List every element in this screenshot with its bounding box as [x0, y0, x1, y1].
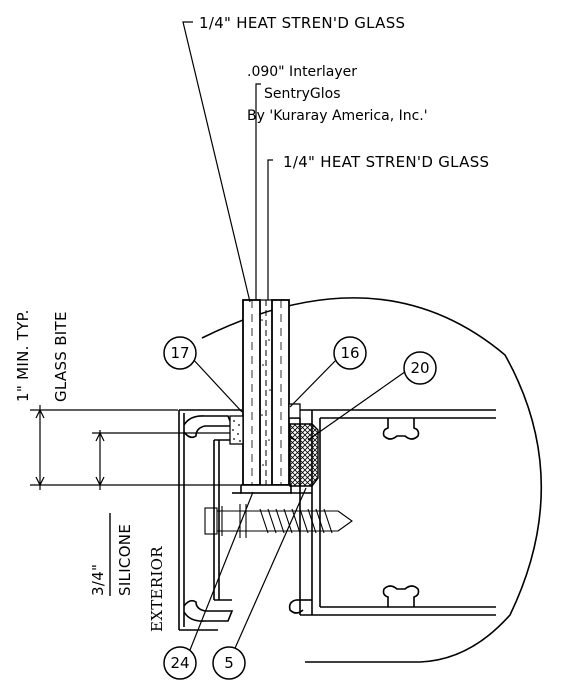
- mullion-frame: [178, 409, 496, 631]
- tag-5: 5: [212, 646, 246, 680]
- glass-bite-dimension: [30, 405, 240, 490]
- exterior-side-label: EXTERIOR: [148, 546, 166, 632]
- tag-17: 17: [163, 336, 197, 370]
- wedge-gasket: [288, 403, 319, 487]
- fastener-screw: [204, 504, 353, 538]
- tag-16: 16: [333, 336, 367, 370]
- tag-24: 24: [163, 646, 197, 680]
- svg-text:5: 5: [224, 654, 234, 672]
- outer-glass-callout: 1/4" HEAT STREN'D GLASS: [199, 14, 405, 32]
- silicone-dimension: [92, 430, 230, 490]
- glass-bite-label-line1: 1" MIN. TYP.: [14, 309, 32, 402]
- detail-boundary-arc: [201, 297, 543, 663]
- callout-leaders: [182, 21, 410, 656]
- interlayer-callout-line2: SentryGlos: [264, 86, 341, 102]
- silicone-label-line2: SILICONE: [116, 524, 134, 596]
- silicone-label-line1: 3/4": [89, 564, 107, 596]
- svg-text:24: 24: [170, 654, 189, 672]
- laminated-glass-unit: [240, 299, 292, 494]
- svg-text:17: 17: [170, 344, 189, 362]
- svg-text:20: 20: [410, 359, 429, 377]
- structural-silicone: [229, 415, 244, 445]
- tag-20: 20: [403, 351, 437, 385]
- inner-glass-callout: 1/4" HEAT STREN'D GLASS: [283, 153, 489, 171]
- interlayer-callout-line1: .090" Interlayer: [247, 64, 357, 80]
- glass-bite-label-line2: GLASS BITE: [52, 311, 70, 402]
- svg-text:16: 16: [340, 344, 359, 362]
- interlayer-callout-line3: By 'Kuraray America, Inc.': [247, 108, 428, 124]
